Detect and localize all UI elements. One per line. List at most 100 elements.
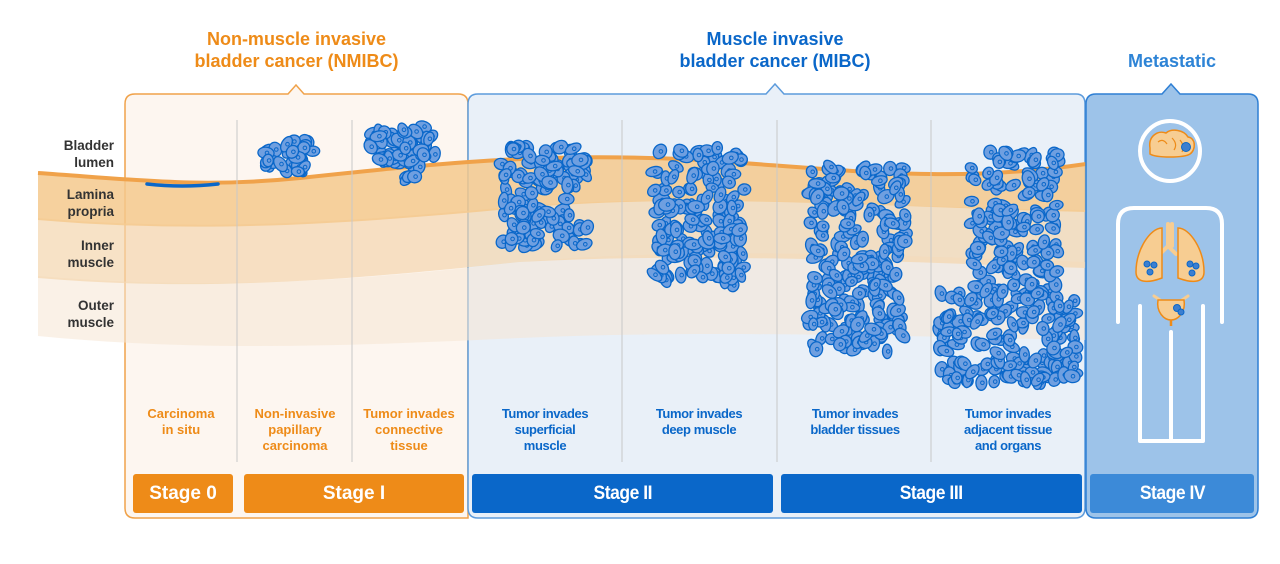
tumor-cell-nucleus bbox=[946, 314, 952, 319]
tumor-cell bbox=[823, 159, 838, 175]
tumor-cell bbox=[850, 252, 869, 265]
tumor-cell bbox=[1018, 346, 1030, 363]
tumor-cell-nucleus bbox=[973, 177, 979, 183]
tumor-cell-nucleus bbox=[690, 217, 696, 222]
tumor-cell-nucleus bbox=[414, 129, 419, 134]
tumor-cell-nucleus bbox=[972, 261, 978, 267]
tumor-cell-nucleus bbox=[979, 229, 985, 234]
tumor-deep-muscle bbox=[645, 140, 752, 293]
tumor-cell bbox=[504, 231, 519, 246]
tumor-cell-nucleus bbox=[816, 194, 821, 199]
tumor-cell bbox=[864, 322, 882, 337]
tumor-cell bbox=[1005, 178, 1021, 192]
tumor-cell-nucleus bbox=[1031, 309, 1037, 315]
tumor-cell bbox=[721, 175, 736, 189]
layer-label-line: Inner bbox=[80, 238, 114, 253]
tumor-cell bbox=[974, 337, 991, 352]
stage-4-button[interactable]: Stage IV bbox=[1090, 474, 1254, 513]
tumor-cell-nucleus bbox=[1046, 250, 1051, 256]
tumor-cell-nucleus bbox=[1072, 298, 1078, 304]
tumor-cell bbox=[859, 165, 872, 181]
tumor-cell-nucleus bbox=[841, 204, 847, 210]
tumor-cell-nucleus bbox=[1008, 207, 1014, 213]
tumor-cell-nucleus bbox=[660, 264, 666, 270]
tumor-cell-nucleus bbox=[997, 159, 1003, 165]
tumor-cell-nucleus bbox=[377, 133, 382, 139]
tumor-cell-nucleus bbox=[996, 350, 1002, 356]
tumor-cell-nucleus bbox=[718, 192, 724, 197]
tumor-cell-nucleus bbox=[418, 164, 423, 170]
tumor-cell bbox=[1006, 316, 1019, 333]
stage-3-button[interactable]: Stage III bbox=[781, 474, 1082, 513]
tumor-cell-nucleus bbox=[291, 149, 296, 155]
tumor-cell-nucleus bbox=[883, 283, 889, 288]
tumor-cell-nucleus bbox=[677, 189, 683, 195]
tumor-cell bbox=[1049, 265, 1065, 278]
tumor-cell-nucleus bbox=[696, 152, 702, 158]
tumor-cell-nucleus bbox=[578, 157, 584, 163]
tumor-cell-nucleus bbox=[858, 256, 863, 262]
tumor-cell bbox=[891, 289, 905, 306]
tumor-cell bbox=[669, 221, 683, 239]
tumor-cell bbox=[506, 142, 520, 156]
tumor-cell bbox=[1030, 287, 1045, 300]
tumor-cell bbox=[285, 144, 300, 159]
tumor-cell bbox=[1026, 255, 1041, 269]
tumor-cell-nucleus bbox=[846, 221, 851, 226]
tumor-cell-nucleus bbox=[403, 146, 409, 151]
tumor-cell-nucleus bbox=[1009, 265, 1014, 271]
tumor-cell-nucleus bbox=[1065, 350, 1070, 355]
tumor-cell-nucleus bbox=[1045, 262, 1051, 268]
tumor-cell-nucleus bbox=[969, 297, 975, 302]
tumor-cell-nucleus bbox=[511, 146, 517, 152]
tumor-cell bbox=[986, 327, 1003, 341]
tumor-cell-nucleus bbox=[1033, 358, 1039, 363]
tumor-cell-nucleus bbox=[957, 297, 963, 303]
tumor-cell bbox=[851, 286, 867, 301]
tumor-cell-nucleus bbox=[1067, 317, 1072, 323]
tumor-cell-nucleus bbox=[981, 342, 986, 347]
tumor-cell bbox=[964, 162, 978, 174]
tumor-cell-nucleus bbox=[1055, 294, 1060, 300]
tumor-cell bbox=[972, 207, 986, 226]
tumor-cell-nucleus bbox=[971, 369, 976, 375]
stage-1-button[interactable]: Stage I bbox=[244, 474, 464, 513]
tumor-cell-nucleus bbox=[986, 170, 992, 176]
description-line: superficial bbox=[514, 422, 576, 437]
tumor-cell-nucleus bbox=[831, 175, 837, 181]
tumor-cell bbox=[1031, 209, 1045, 224]
tumor-cell-nucleus bbox=[663, 247, 668, 253]
tumor-cell bbox=[713, 186, 727, 204]
tumor-cell-nucleus bbox=[715, 145, 721, 151]
tumor-cell bbox=[889, 180, 902, 196]
tumor-cell-nucleus bbox=[873, 282, 879, 287]
tumor-cell-nucleus bbox=[720, 236, 726, 241]
tumor-cell bbox=[899, 208, 912, 223]
tumor-cell bbox=[827, 301, 842, 317]
tumor-cell bbox=[805, 165, 818, 179]
tumor-cell-nucleus bbox=[503, 172, 509, 178]
tumor-cell-nucleus bbox=[652, 169, 658, 174]
stage-0-button[interactable]: Stage 0 bbox=[133, 474, 233, 513]
tumor-cell-nucleus bbox=[691, 173, 697, 178]
tumor-cell-nucleus bbox=[852, 227, 858, 233]
tumor-cell-nucleus bbox=[413, 174, 418, 179]
tumor-cell bbox=[531, 208, 546, 223]
tumor-cell bbox=[1063, 369, 1081, 384]
tumor-cell-nucleus bbox=[856, 322, 861, 327]
tumor-cell-nucleus bbox=[548, 180, 553, 185]
tumor-cell-nucleus bbox=[537, 213, 542, 218]
tumor-cell-nucleus bbox=[1001, 289, 1006, 294]
tumor-cell-nucleus bbox=[1041, 326, 1047, 331]
tumor-cell-nucleus bbox=[583, 242, 588, 247]
tumor-cell-nucleus bbox=[994, 175, 1000, 181]
tumor-cell-nucleus bbox=[691, 242, 697, 247]
tumor-cell-nucleus bbox=[1054, 282, 1059, 287]
tumor-cell bbox=[809, 341, 824, 358]
tumor-cell bbox=[856, 230, 870, 248]
tumor-cell-nucleus bbox=[850, 304, 855, 310]
tumor-cell bbox=[652, 143, 668, 160]
stage-2-button[interactable]: Stage II bbox=[472, 474, 773, 513]
